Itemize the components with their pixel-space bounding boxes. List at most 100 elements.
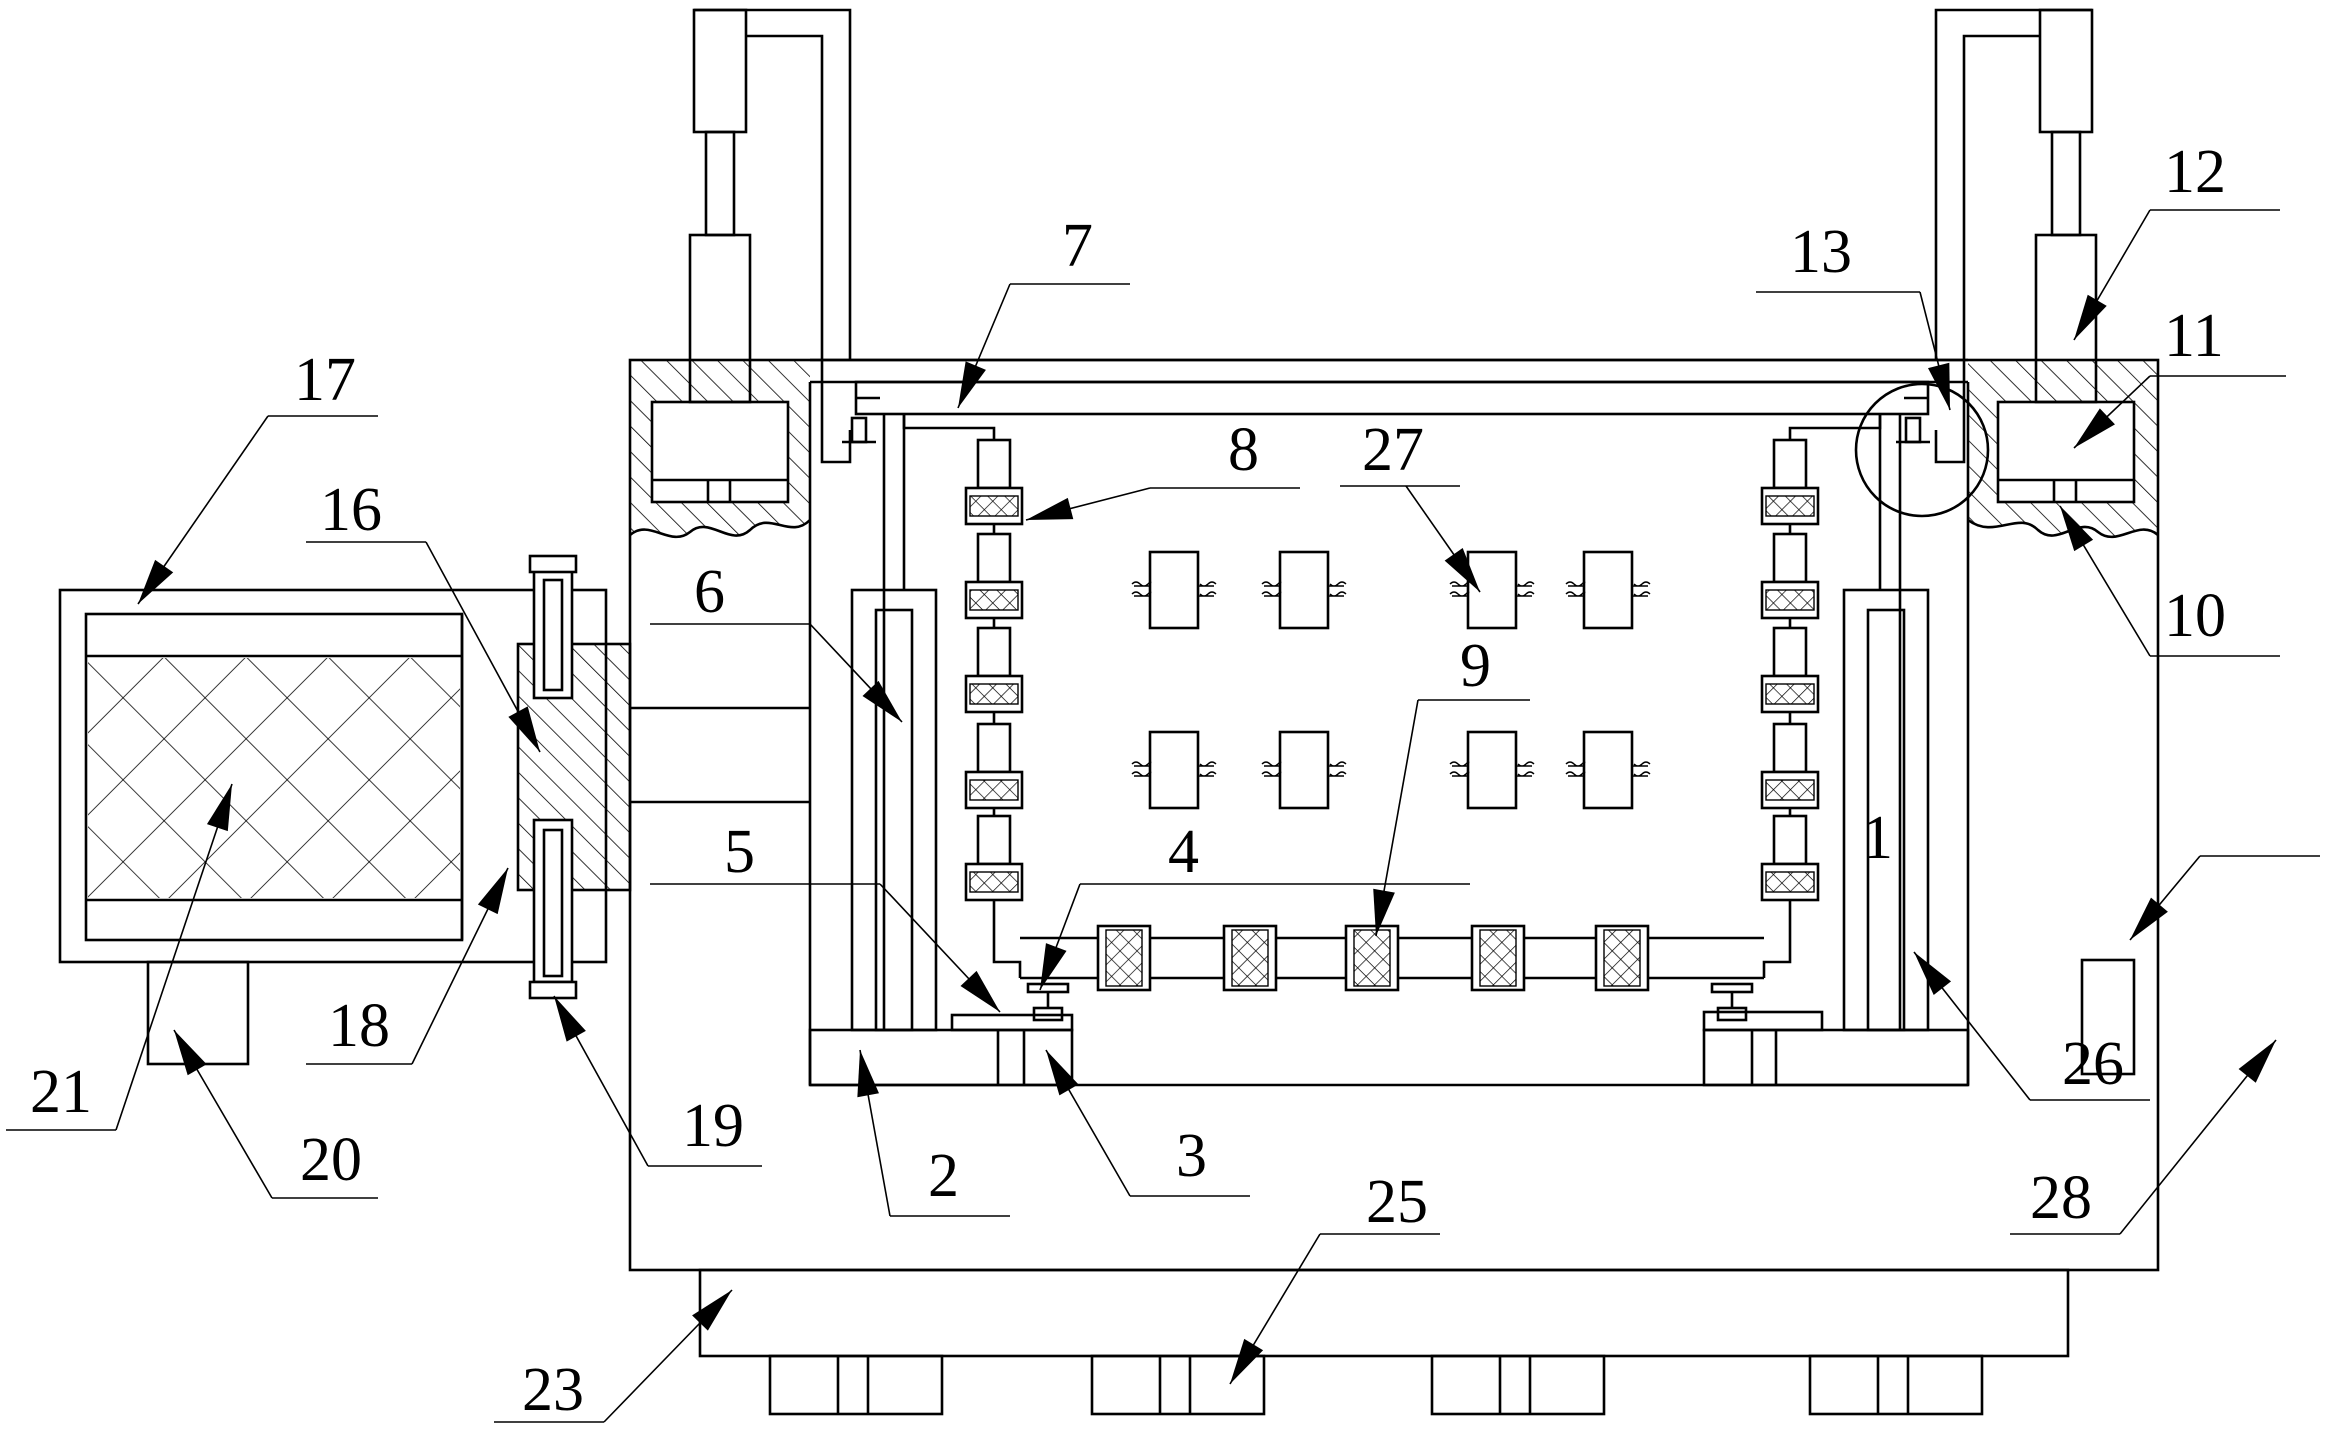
chain-link <box>1772 722 1808 774</box>
label-5: 5 <box>724 818 755 886</box>
label-20: 20 <box>300 1126 362 1194</box>
workpiece <box>1278 550 1330 630</box>
clamp-right <box>1328 761 1347 777</box>
leader-23-arrow <box>692 1290 732 1331</box>
label-8: 8 <box>1228 416 1259 484</box>
leader-4-arrow <box>1040 943 1067 990</box>
label-10: 10 <box>2164 582 2226 650</box>
label-27: 27 <box>1362 416 1424 484</box>
roller-mesh <box>969 495 1019 517</box>
leader-21-arrow <box>206 784 232 832</box>
left-rollers <box>964 438 1024 902</box>
leader-18-arrow <box>477 868 508 915</box>
chain-link <box>976 722 1012 774</box>
leader-13-arrow <box>1928 362 1950 410</box>
clamp-left <box>1449 581 1470 597</box>
chain-link <box>1772 626 1808 678</box>
clamp-left <box>1131 761 1152 777</box>
leader-12-arrow <box>2074 294 2107 340</box>
left-cylinder <box>688 8 852 404</box>
leader-28-arrow <box>2238 1040 2276 1083</box>
label-1: 1 <box>1862 804 1893 872</box>
roller-mesh <box>1765 589 1815 611</box>
clamp-bolt-top <box>528 554 578 700</box>
leader-16-arrow <box>508 706 540 752</box>
clamp-left <box>1565 761 1586 777</box>
label-13: 13 <box>1790 218 1852 286</box>
leader-8-arrow <box>1026 497 1074 520</box>
clamp-left <box>1449 761 1470 777</box>
left-guide-post <box>850 414 938 1032</box>
clamp-right <box>1516 581 1535 597</box>
roller-mesh <box>1231 929 1269 987</box>
leader-2-arrow <box>857 1050 880 1098</box>
workpiece <box>1466 550 1518 630</box>
leader-11-arrow <box>2074 408 2115 448</box>
chain-link <box>976 626 1012 678</box>
left-rod-frame <box>820 360 876 464</box>
leader-6-arrow <box>862 680 902 722</box>
label-7: 7 <box>1062 212 1093 280</box>
clamp-right <box>1198 581 1217 597</box>
roller-mesh <box>969 779 1019 801</box>
roller-mesh <box>1765 683 1815 705</box>
leader-10-arrow <box>2060 506 2094 552</box>
roller-mesh <box>969 683 1019 705</box>
leader-7-arrow <box>958 361 986 408</box>
label-9: 9 <box>1460 632 1491 700</box>
roller-mesh <box>1603 929 1641 987</box>
workpiece <box>1278 730 1330 810</box>
chain-link <box>976 438 1012 490</box>
label-23: 23 <box>522 1356 584 1424</box>
label-4: 4 <box>1168 818 1199 886</box>
clamp-left <box>1261 761 1282 777</box>
chain-link <box>1772 438 1808 490</box>
clamp-left <box>1131 581 1152 597</box>
roller-mesh <box>1765 871 1815 893</box>
roller-mesh <box>1765 779 1815 801</box>
chain-link <box>1772 814 1808 866</box>
clamp-right <box>1632 761 1651 777</box>
label-18: 18 <box>328 992 390 1060</box>
roller-mesh <box>969 871 1019 893</box>
limit-switch-left <box>1026 982 1070 1022</box>
clamp-right <box>1632 581 1651 597</box>
chain-link <box>976 532 1012 584</box>
clamp-left <box>1261 581 1282 597</box>
bottom-rollers <box>1096 924 1650 992</box>
workpiece <box>1582 730 1634 810</box>
label-12: 12 <box>2164 138 2226 206</box>
leader-9-arrow <box>1373 888 1395 936</box>
clamp-right <box>1516 761 1535 777</box>
label-6: 6 <box>694 558 725 626</box>
clamp-right <box>1198 761 1217 777</box>
roller-mesh <box>1353 929 1391 987</box>
limit-switch-right <box>1710 982 1754 1022</box>
leader-17-arrow <box>138 559 174 604</box>
clamp-bolt-bottom <box>528 818 578 1000</box>
clamp-right <box>1328 581 1347 597</box>
label-28: 28 <box>2030 1164 2092 1232</box>
label-19: 19 <box>682 1092 744 1160</box>
workpieces <box>1131 550 1651 810</box>
support-feet <box>768 1354 1984 1416</box>
workpiece <box>1466 730 1518 810</box>
leader-26-arrow <box>1914 952 1952 995</box>
workpiece <box>1582 550 1634 630</box>
leader-5-arrow <box>960 970 1000 1012</box>
leader-27-arrow <box>1444 547 1480 592</box>
label-11: 11 <box>2164 302 2224 370</box>
leader-21-line <box>115 783 233 1131</box>
label-17: 17 <box>294 346 356 414</box>
label-16: 16 <box>320 476 382 544</box>
left-bottom-rail <box>808 1013 1074 1087</box>
clamp-left <box>1565 581 1586 597</box>
chain-link <box>1772 532 1808 584</box>
roller-mesh <box>969 589 1019 611</box>
right-rod-frame <box>1896 360 1966 464</box>
left-wall-top <box>629 360 811 539</box>
label-21: 21 <box>30 1058 92 1126</box>
right-wall-top <box>1967 360 2159 539</box>
